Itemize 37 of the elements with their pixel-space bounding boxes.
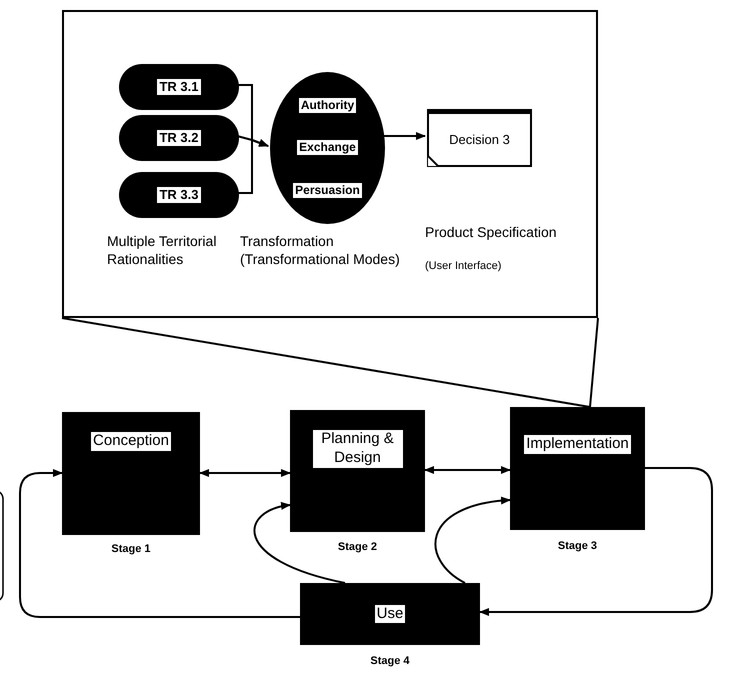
arrow	[434, 497, 511, 584]
node-text: Authority	[298, 98, 356, 113]
node-caption: Transformation (Transformational Modes)	[240, 233, 401, 268]
rationality-pill	[119, 172, 239, 218]
node-text: TR 3.3	[157, 186, 200, 204]
document-shape	[427, 109, 532, 167]
arrow	[424, 466, 511, 474]
callout-line	[61, 317, 599, 408]
rationality-pill	[119, 115, 239, 161]
node-text: Exchange	[297, 140, 358, 156]
stage-label: Stage 2	[336, 541, 378, 555]
stage-label: Stage 3	[556, 540, 598, 554]
stage-box	[62, 412, 200, 535]
node-text: Conception	[91, 432, 171, 451]
node-text: TR 3.1	[157, 78, 200, 96]
node-caption: Product Specification	[425, 224, 558, 242]
arrow	[19, 469, 300, 618]
stage-label: Stage 4	[369, 655, 411, 669]
stage-box	[300, 583, 480, 645]
arrow	[382, 132, 426, 140]
transformation-ellipse	[270, 72, 385, 224]
stage-box	[290, 410, 425, 532]
node-text: TR 3.2	[157, 130, 200, 146]
arrow	[199, 469, 291, 477]
arrow	[254, 502, 346, 584]
arrow	[237, 138, 269, 194]
stage-label: Stage 1	[110, 543, 152, 557]
node-text: Planning & Design	[312, 430, 402, 468]
node-text: Implementation	[524, 435, 631, 454]
caption-text: Multiple Territorial Rationalities	[107, 233, 218, 268]
node-text: Persuasion	[293, 183, 362, 198]
rationality-pill	[119, 64, 239, 110]
stage-box	[510, 407, 645, 530]
node-caption: (User Interface)	[425, 260, 502, 274]
node-text: Use	[374, 604, 406, 624]
arrow	[479, 467, 713, 616]
zoom-panel	[62, 10, 598, 318]
